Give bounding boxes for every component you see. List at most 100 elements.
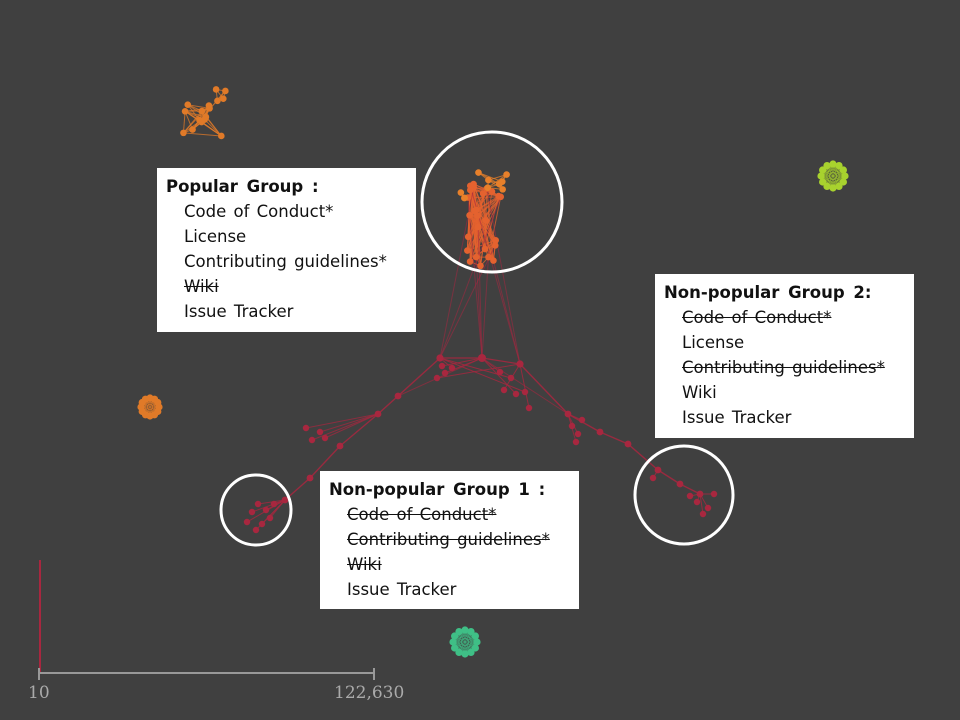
graph-edge xyxy=(397,357,441,397)
graph-node xyxy=(470,180,477,188)
graph-node xyxy=(596,428,604,436)
graph-node xyxy=(461,194,468,202)
graph-node xyxy=(654,466,662,474)
graph-node xyxy=(474,212,482,219)
feature-item: Code of Conduct* xyxy=(329,502,570,527)
graph-node xyxy=(492,236,499,244)
graph-edge xyxy=(464,631,472,655)
graph-node xyxy=(624,440,632,448)
graph-node xyxy=(507,374,515,382)
feature-item: Wiki xyxy=(664,380,905,405)
graph-node xyxy=(574,430,582,438)
graph-edge xyxy=(487,196,502,258)
graph-edge xyxy=(481,357,569,415)
graph-node xyxy=(321,434,329,442)
popular-group-title: Popular Group : xyxy=(166,177,319,196)
graph-node xyxy=(564,410,572,418)
graph-edge xyxy=(441,357,483,367)
graph-edge xyxy=(452,635,476,643)
graph-node xyxy=(512,390,520,398)
graph-node xyxy=(212,86,220,93)
graph-edge xyxy=(458,635,476,653)
graph-edge xyxy=(473,183,497,241)
graph-node xyxy=(710,490,718,498)
graph-edge xyxy=(487,174,507,189)
graph-node xyxy=(479,190,487,197)
graph-node xyxy=(823,162,831,170)
feature-label: License xyxy=(184,227,247,246)
graph-node xyxy=(254,500,262,508)
graph-node xyxy=(220,95,227,103)
graph-node xyxy=(461,626,469,634)
graph-node xyxy=(472,253,480,261)
graph-node xyxy=(835,162,843,170)
graph-node xyxy=(196,116,203,124)
graph-node xyxy=(467,628,475,636)
graph-edge xyxy=(187,104,210,109)
scale-min-label: 10 xyxy=(28,683,50,703)
graph-node xyxy=(461,650,469,658)
graph-node xyxy=(252,526,260,534)
graph-node xyxy=(184,101,192,109)
feature-label: Issue Tracker xyxy=(184,302,294,321)
graph-node xyxy=(568,422,576,430)
graph-node xyxy=(482,217,490,224)
graph-node xyxy=(473,638,481,646)
feature-label: Wiki xyxy=(347,555,382,574)
highlight-ring-nonpopular-1 xyxy=(219,473,293,547)
nonpopular-group-1-list: Code of Conduct* Contributing guidelines*… xyxy=(329,502,570,602)
feature-item: Wiki xyxy=(166,274,407,299)
graph-node xyxy=(466,258,474,265)
feature-item: Contributing guidelines* xyxy=(166,249,407,274)
feature-label: Contributing guidelines* xyxy=(184,252,387,271)
graph-node xyxy=(471,644,479,652)
graph-edge xyxy=(826,169,844,187)
feature-label: Contributing guidelines* xyxy=(347,530,550,549)
graph-node xyxy=(823,182,831,190)
graph-node xyxy=(262,506,270,514)
graph-edge xyxy=(204,119,222,137)
graph-node xyxy=(248,508,256,516)
graph-edge xyxy=(305,413,379,429)
graph-node xyxy=(693,498,701,506)
graph-node xyxy=(471,207,478,215)
graph-edge xyxy=(339,413,379,447)
graph-node xyxy=(466,211,473,219)
graph-edge xyxy=(309,445,341,479)
graph-edge xyxy=(469,215,486,250)
graph-node xyxy=(696,490,704,498)
graph-node xyxy=(316,428,324,436)
graph-node xyxy=(676,480,684,488)
nonpopular-group-1-title: Non-popular Group 1 : xyxy=(329,480,546,499)
graph-node xyxy=(686,492,694,500)
graph-node xyxy=(819,178,827,186)
graph-node xyxy=(484,184,492,191)
graph-node xyxy=(218,132,225,140)
graph-node xyxy=(374,410,382,418)
graph-node xyxy=(471,632,479,640)
feature-label: Issue Tracker xyxy=(347,580,457,599)
graph-node xyxy=(266,514,274,522)
highlight-ring-popular xyxy=(420,130,564,274)
graph-node xyxy=(436,354,444,362)
nonpopular-group-2-box: Non-popular Group 2: Code of Conduct*Lic… xyxy=(655,274,914,438)
graph-node xyxy=(270,500,278,508)
graph-node xyxy=(491,242,499,249)
graph-node xyxy=(449,638,457,646)
graph-edge xyxy=(319,413,379,433)
graph-edge xyxy=(377,395,399,415)
graph-nodes xyxy=(137,86,849,658)
graph-node xyxy=(490,257,497,264)
feature-item: Contributing guidelines* xyxy=(329,527,570,552)
graph-node xyxy=(455,628,463,636)
graph-node xyxy=(189,126,196,133)
graph-node xyxy=(572,438,580,446)
graph-node xyxy=(649,474,657,482)
graph-edge xyxy=(822,169,844,183)
feature-item: Issue Tracker xyxy=(664,405,905,430)
graph-edge xyxy=(481,357,517,395)
graph-node xyxy=(302,424,310,432)
graph-node xyxy=(394,392,402,400)
